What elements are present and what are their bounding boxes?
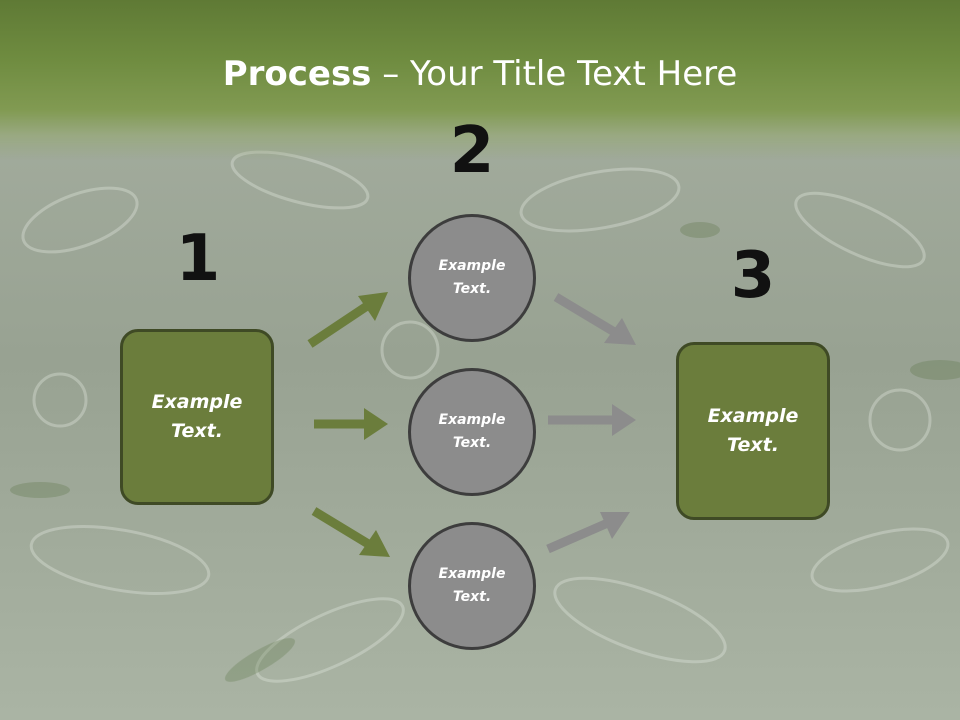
step-1-number: 1 <box>175 222 221 296</box>
green-arrow-right <box>314 408 388 440</box>
slide-title: Process – Your Title Text Here <box>0 52 960 96</box>
title-bar <box>0 0 960 160</box>
circle-middle-text: Example Text. <box>438 412 506 451</box>
title-bold: Process <box>222 54 372 94</box>
step-2-number: 2 <box>449 114 495 188</box>
left-step-text: Example Text. <box>151 391 243 442</box>
left-step-box: Example Text. <box>120 329 274 505</box>
gray-arrow-down <box>553 293 636 345</box>
circle-bottom-text: Example Text. <box>438 566 506 605</box>
circle-middle: Example Text. <box>408 368 536 496</box>
right-step-box: Example Text. <box>676 342 830 520</box>
step-3-number: 3 <box>730 239 776 313</box>
green-arrow-down <box>311 507 390 557</box>
right-step-text: Example Text. <box>707 405 799 456</box>
gray-arrow-right <box>548 404 636 436</box>
circle-bottom: Example Text. <box>408 522 536 650</box>
gray-arrow-up <box>546 512 630 554</box>
green-arrow-up <box>307 292 388 348</box>
title-rest: – Your Title Text Here <box>371 54 738 94</box>
circle-top: Example Text. <box>408 214 536 342</box>
circle-top-text: Example Text. <box>438 258 506 297</box>
